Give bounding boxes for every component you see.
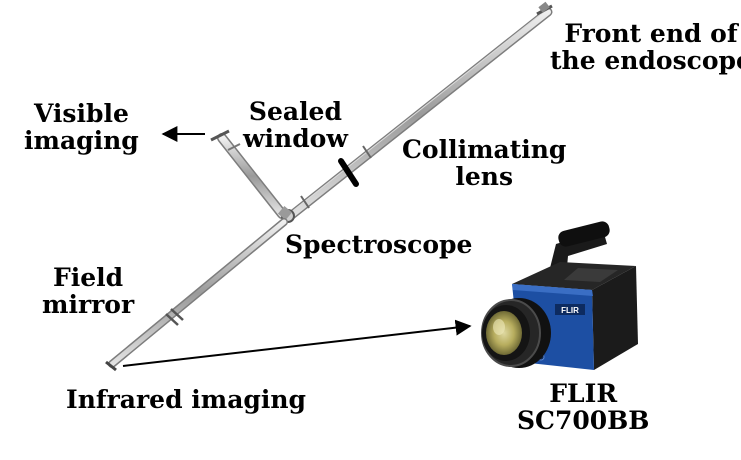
label-spectroscope: Spectroscope — [285, 231, 472, 258]
label-infrared-imaging-text: Infrared imaging — [66, 385, 307, 414]
label-visible-imaging-line-2: imaging — [24, 126, 139, 155]
label-spectroscope-text: Spectroscope — [285, 230, 473, 259]
camera-brand-badge-plate — [555, 304, 585, 315]
label-visible-imaging: Visible imaging — [24, 100, 139, 154]
label-collimating-lens: Collimating lens — [402, 136, 566, 190]
label-camera-model-line-2: SC700BB — [517, 406, 650, 435]
visible-branch-tube — [210, 129, 287, 219]
endoscope-front-tip — [536, 1, 553, 16]
collimating-lens-ring — [338, 158, 359, 187]
label-front-end-line-1: Front end of — [564, 19, 738, 48]
label-sealed-window: Sealed window — [243, 98, 348, 152]
flir-camera: FLIR — [481, 221, 638, 370]
label-collimating-lens-line-1: Collimating — [402, 135, 567, 164]
tube-couplers — [300, 145, 372, 209]
label-collimating-lens-line-2: lens — [455, 162, 514, 191]
label-visible-imaging-line-1: Visible — [33, 99, 129, 128]
label-field-mirror: Field mirror — [42, 264, 134, 318]
label-camera-model-line-1: FLIR — [549, 379, 618, 408]
endoscope-tube — [283, 7, 553, 223]
infrared-imaging-arrow — [122, 319, 472, 367]
camera-lens — [481, 298, 551, 368]
label-field-mirror-line-1: Field — [53, 263, 124, 292]
label-sealed-window-line-2: window — [243, 124, 348, 153]
label-camera-model: FLIR SC700BB — [517, 380, 649, 434]
label-front-end-of-endoscope: Front end of the endoscope — [550, 20, 741, 74]
camera-brand-badge: FLIR — [561, 306, 579, 315]
field-mirror-tube — [105, 218, 288, 372]
label-infrared-imaging: Infrared imaging — [66, 386, 306, 413]
label-sealed-window-line-1: Sealed — [248, 97, 342, 126]
label-field-mirror-line-2: mirror — [42, 290, 135, 319]
label-front-end-line-2: the endoscope — [550, 46, 741, 75]
